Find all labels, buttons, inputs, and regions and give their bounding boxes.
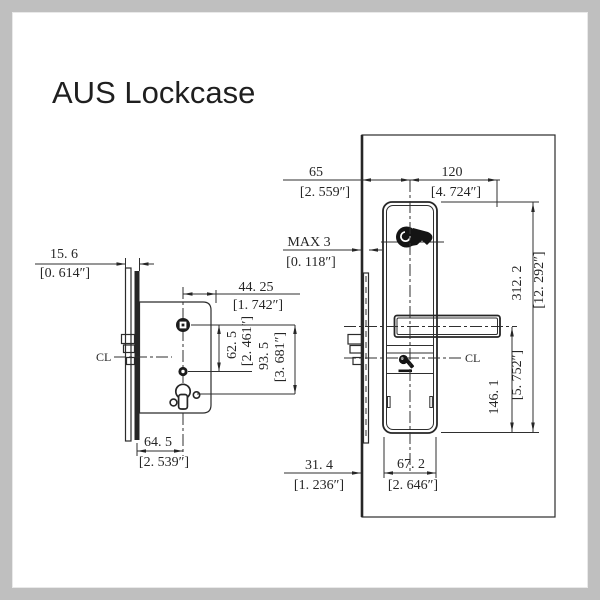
spindle-hole-icon [176,318,190,332]
dim-spindle-to-cylinder: 93. 5 [3. 681″] [257,325,297,394]
svg-text:67. 2: 67. 2 [397,457,425,472]
drawing-sheet [12,12,588,588]
svg-text:[3. 681″]: [3. 681″] [273,332,288,382]
front-view: CL 65 [2. 559″] 120 [4. 724″] MAX 3 [0. … [283,134,556,518]
svg-text:44. 25: 44. 25 [239,280,274,295]
svg-text:[1. 742″]: [1. 742″] [233,298,283,313]
svg-text:15. 6: 15. 6 [50,247,78,262]
faceplate-side [124,267,132,442]
latch-bolt-tabs [120,333,136,366]
key-cylinder-icon [396,226,433,248]
lockcase-body [138,301,212,414]
dim-faceplate-width: 15. 6 [0. 614″] [35,247,154,281]
dim-edge-to-center: 65 [2. 559″] [283,165,410,200]
svg-text:120: 120 [442,165,463,180]
svg-text:[0. 118″]: [0. 118″] [286,255,336,270]
dim-plate-width: 67. 2 [2. 646″] [383,437,438,493]
svg-text:[2. 461″]: [2. 461″] [240,316,255,366]
svg-text:93. 5: 93. 5 [257,342,272,370]
dim-backset: 64. 5 [2. 539″] [136,435,189,470]
page-title: AUS Lockcase [52,75,255,110]
side-view: CL 1 [35,247,300,470]
dim-case-offset: 44. 25 [1. 742″] [183,280,300,313]
svg-text:[0. 614″]: [0. 614″] [40,266,90,281]
dim-cl-to-plate-bottom: 146. 1 [5. 752″] [487,327,525,433]
svg-text:[2. 539″]: [2. 539″] [139,455,189,470]
case-front-edge [134,271,140,440]
svg-text:MAX 3: MAX 3 [287,235,330,250]
latch-bolt-tabs-front [347,333,363,366]
svg-text:62. 5: 62. 5 [225,331,240,359]
svg-text:[12. 292″]: [12. 292″] [532,251,547,308]
svg-text:[1. 236″]: [1. 236″] [294,478,344,493]
dim-spindle-to-hole: 62. 5 [2. 461″] [217,316,255,372]
dim-edge-to-plate: 31. 4 [1. 236″] [284,458,361,493]
key-icon [398,354,415,373]
svg-text:65: 65 [309,165,323,180]
svg-text:146. 1: 146. 1 [487,380,502,415]
svg-text:312. 2: 312. 2 [510,266,525,301]
keyhole-icon [169,383,201,410]
svg-text:[5. 752″]: [5. 752″] [510,350,525,400]
fixing-hole-icon [178,366,188,377]
svg-text:64. 5: 64. 5 [144,435,172,450]
svg-text:[4. 724″]: [4. 724″] [431,185,481,200]
svg-text:[2. 646″]: [2. 646″] [388,478,438,493]
cl-label-side: CL [96,350,111,364]
svg-text:31. 4: 31. 4 [305,458,333,473]
dim-handle-length: 120 [4. 724″] [410,165,500,207]
dim-plate-height: 312. 2 [12. 292″] [441,201,547,433]
dim-faceplate-projection: MAX 3 [0. 118″] [283,235,382,270]
svg-text:[2. 559″]: [2. 559″] [300,185,350,200]
cl-label-front: CL [465,351,480,365]
